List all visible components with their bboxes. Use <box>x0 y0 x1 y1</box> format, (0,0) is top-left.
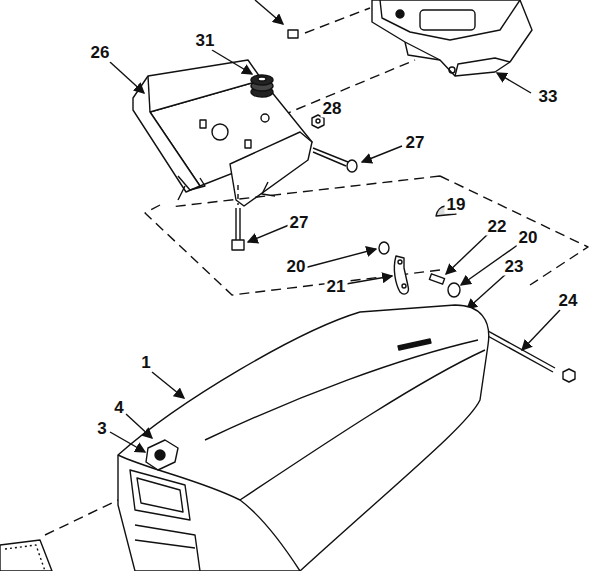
callout-number: 27 <box>288 213 311 232</box>
callout-number: 24 <box>557 291 580 310</box>
callout-number: 4 <box>112 398 125 417</box>
callout-number: 26 <box>89 43 112 62</box>
callout-number: 28 <box>321 99 344 118</box>
callout-number: 22 <box>486 217 509 236</box>
callout-number: 20 <box>517 228 540 247</box>
callout-number: 20 <box>285 257 308 276</box>
callout-number: 21 <box>325 277 348 296</box>
callout-number: 27 <box>404 133 427 152</box>
callout-number: 31 <box>194 31 217 50</box>
callout-number: 33 <box>537 87 560 106</box>
callout-number: 19 <box>445 195 468 214</box>
callout-number: 23 <box>503 257 526 276</box>
callout-number: 1 <box>139 353 152 372</box>
callout-number: 3 <box>95 419 108 438</box>
